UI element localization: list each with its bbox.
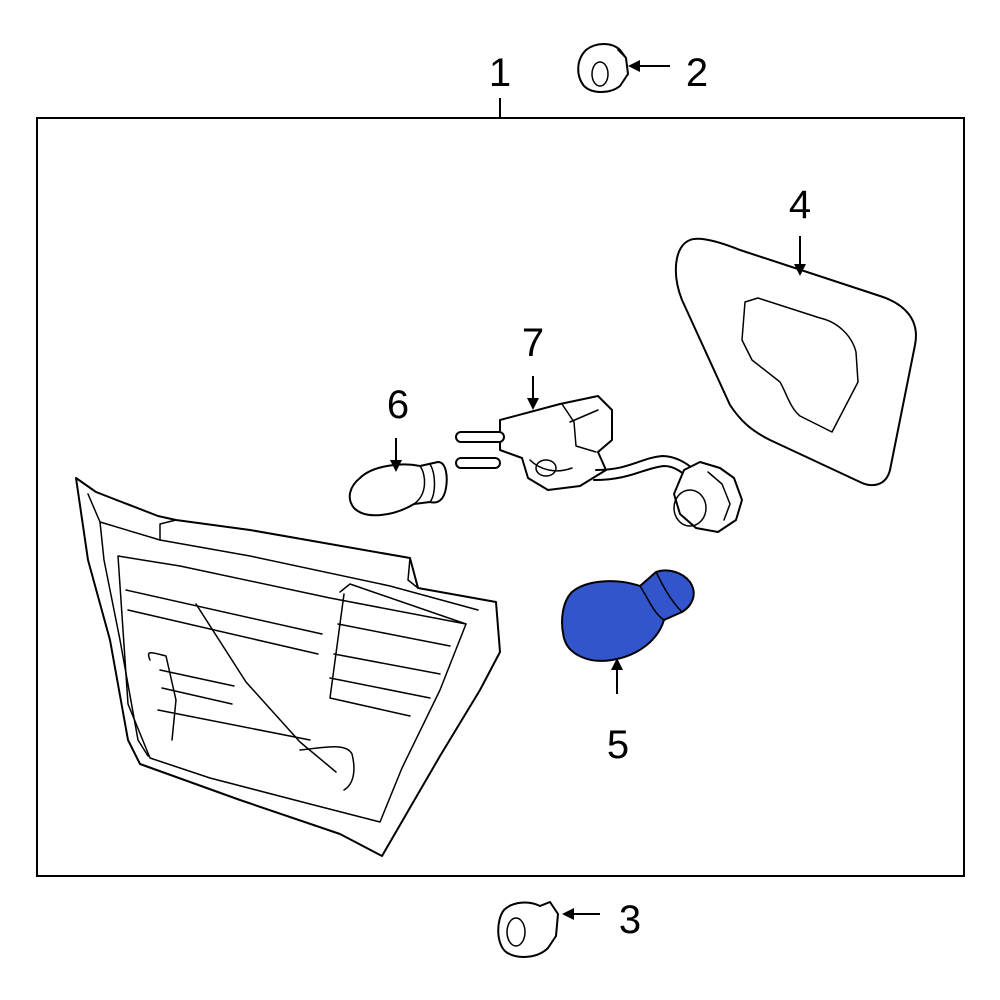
callout-3-label[interactable]: 3 [619,898,641,942]
tail-lamp-housing[interactable] [75,477,501,857]
callout-2-label[interactable]: 2 [686,51,708,95]
bulb-part-5[interactable] [561,569,695,662]
callout-5-label[interactable]: 5 [607,723,629,767]
callout-4-arrowhead [794,264,806,276]
callout-4-label[interactable]: 4 [789,183,811,227]
callout-6-arrowhead [390,460,402,472]
clip-part-2[interactable] [577,43,629,93]
callout-2-arrowhead [628,60,640,72]
callout-1-label[interactable]: 1 [489,51,511,95]
callout-7-label[interactable]: 7 [522,321,544,365]
callout-5-arrowhead [611,658,623,670]
bulb-part-6[interactable] [348,461,448,517]
callout-6-label[interactable]: 6 [387,383,409,427]
callout-3-arrowhead [562,908,574,920]
gasket-part-4[interactable] [674,237,917,487]
clip-part-3[interactable] [497,901,559,958]
callout-7-arrowhead [527,398,539,410]
socket-harness-part-7[interactable] [455,395,743,533]
